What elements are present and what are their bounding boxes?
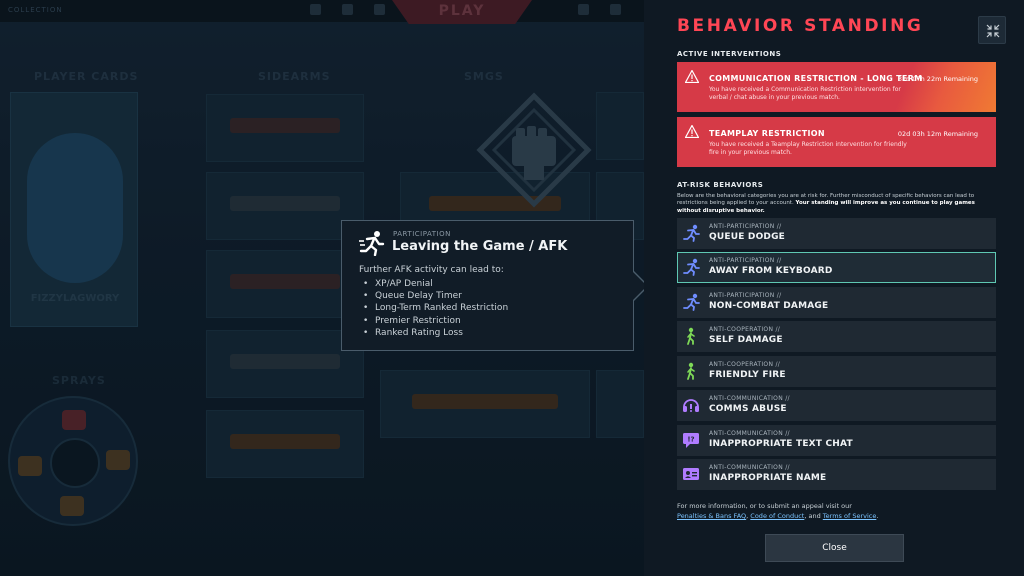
terms-of-service-link[interactable]: Terms of Service: [822, 511, 877, 520]
tooltip-intro: Further AFK activity can lead to:: [359, 265, 504, 275]
running-person-icon: [683, 258, 700, 276]
behavior-row-away-from-keyboard[interactable]: ANTI-PARTICIPATION // AWAY FROM KEYBOARD: [677, 252, 996, 283]
running-person-icon: [359, 231, 385, 256]
at-risk-description: Below are the behavioral categories you …: [677, 193, 975, 214]
behavior-name: COMMS ABUSE: [709, 404, 787, 414]
sprays-title: SPRAYS: [52, 374, 106, 387]
behavior-name: NON-COMBAT DAMAGE: [709, 301, 829, 311]
play-button: PLAY: [392, 0, 532, 24]
spray-wheel: [8, 396, 138, 526]
behavior-name: FRIENDLY FIRE: [709, 370, 786, 380]
warning-icon: [685, 125, 699, 138]
appeal-info: For more information, or to submit an ap…: [677, 502, 879, 520]
behavior-category: ANTI-COMMUNICATION //: [709, 395, 790, 402]
behavior-category: ANTI-COOPERATION //: [709, 326, 781, 333]
tooltip-title: Leaving the Game / AFK: [392, 239, 568, 254]
list-item: XP/AP Denial: [363, 278, 508, 290]
svg-text:!?: !?: [687, 436, 694, 444]
collapse-icon: [986, 24, 1000, 38]
walking-person-icon: [687, 327, 695, 345]
collapse-button[interactable]: [978, 16, 1006, 44]
weapon-tile: [596, 92, 644, 160]
running-person-icon: [683, 293, 700, 311]
weapon-tile: [596, 370, 644, 438]
spray-icon: [18, 456, 42, 476]
player-card: FIZZYLAGWORY: [10, 92, 138, 327]
list-item: Long-Term Ranked Restriction: [363, 302, 508, 314]
intervention-title: TEAMPLAY RESTRICTION: [709, 129, 825, 138]
headset-icon: [683, 399, 699, 412]
intervention-remaining: 31d 07h 22m Remaining: [897, 75, 978, 83]
intervention-description: You have received a Communication Restri…: [709, 86, 901, 101]
intervention-card: COMMUNICATION RESTRICTION - LONG TERM 31…: [677, 62, 996, 112]
running-person-icon: [683, 224, 700, 242]
spray-icon: [60, 496, 84, 516]
behavior-category: ANTI-COMMUNICATION //: [709, 430, 790, 437]
code-of-conduct-link[interactable]: Code of Conduct: [750, 511, 805, 520]
weapon-tile: [206, 172, 364, 240]
id-card-icon: [683, 468, 699, 480]
weapon-icon: [342, 4, 353, 15]
behavior-category: ANTI-PARTICIPATION //: [709, 223, 782, 230]
behavior-row-non-combat-damage[interactable]: ANTI-PARTICIPATION // NON-COMBAT DAMAGE: [677, 287, 996, 318]
behavior-name: AWAY FROM KEYBOARD: [709, 266, 833, 276]
behavior-category: ANTI-COMMUNICATION //: [709, 464, 790, 471]
spray-icon: [106, 450, 130, 470]
smgs-title: SMGS: [464, 70, 504, 83]
behavior-name: INAPPROPRIATE NAME: [709, 473, 827, 483]
intervention-card: TEAMPLAY RESTRICTION 02d 03h 12m Remaini…: [677, 117, 996, 167]
home-icon: [310, 4, 321, 15]
fist-emblem-icon: [476, 92, 592, 208]
behavior-row-self-damage[interactable]: ANTI-COOPERATION // SELF DAMAGE: [677, 321, 996, 352]
tooltip-category: PARTICIPATION: [393, 230, 451, 238]
at-risk-behaviors-label: AT-RISK BEHAVIORS: [677, 181, 764, 189]
list-item: Queue Delay Timer: [363, 290, 508, 302]
intervention-remaining: 02d 03h 12m Remaining: [897, 130, 978, 138]
walking-person-icon: [687, 362, 695, 380]
behavior-category: ANTI-PARTICIPATION //: [709, 292, 782, 299]
weapon-tile: [380, 370, 590, 438]
behavior-standing-panel: BEHAVIOR STANDING ACTIVE INTERVENTIONS C…: [644, 0, 1024, 576]
sidearms-title: SIDEARMS: [258, 70, 331, 83]
player-cards-title: PLAYER CARDS: [34, 70, 139, 83]
intervention-title: COMMUNICATION RESTRICTION - LONG TERM: [709, 74, 923, 83]
penalties-faq-link[interactable]: Penalties & Bans FAQ: [677, 511, 747, 520]
list-item: Ranked Rating Loss: [363, 327, 508, 339]
spray-icon: [62, 410, 86, 430]
player-card-art: [27, 133, 123, 283]
list-item: Premier Restriction: [363, 315, 508, 327]
behavior-row-queue-dodge[interactable]: ANTI-PARTICIPATION // QUEUE DODGE: [677, 218, 996, 249]
weapon-tile: [206, 410, 364, 478]
player-name: FIZZYLAGWORY: [30, 293, 120, 304]
active-interventions-label: ACTIVE INTERVENTIONS: [677, 50, 782, 58]
behavior-row-inappropriate-text-chat[interactable]: !? ANTI-COMMUNICATION // INAPPROPRIATE T…: [677, 425, 996, 456]
behavior-category: ANTI-COOPERATION //: [709, 361, 781, 368]
chat-bubble-icon: !?: [683, 433, 699, 448]
page-title: BEHAVIOR STANDING: [677, 16, 924, 36]
intervention-description: You have received a Teamplay Restriction…: [709, 141, 907, 156]
behavior-tooltip: PARTICIPATION Leaving the Game / AFK Fur…: [341, 220, 634, 351]
consequence-list: XP/AP Denial Queue Delay Timer Long-Term…: [363, 278, 508, 339]
agents-icon: [374, 4, 385, 15]
behavior-row-comms-abuse[interactable]: ANTI-COMMUNICATION // COMMS ABUSE: [677, 390, 996, 421]
weapon-tile: [206, 330, 364, 398]
warning-icon: [685, 70, 699, 83]
weapon-tile: [206, 250, 364, 318]
behavior-row-inappropriate-name[interactable]: ANTI-COMMUNICATION // INAPPROPRIATE NAME: [677, 459, 996, 490]
behavior-name: SELF DAMAGE: [709, 335, 783, 345]
close-button[interactable]: Close: [765, 534, 904, 562]
behavior-category: ANTI-PARTICIPATION //: [709, 257, 782, 264]
weapon-tile: [206, 94, 364, 162]
filter-icon: [578, 4, 589, 15]
collection-tab: COLLECTION: [8, 6, 63, 14]
behavior-name: QUEUE DODGE: [709, 232, 786, 242]
behavior-row-friendly-fire[interactable]: ANTI-COOPERATION // FRIENDLY FIRE: [677, 356, 996, 387]
behavior-name: INAPPROPRIATE TEXT CHAT: [709, 439, 853, 449]
social-icon: [610, 4, 621, 15]
